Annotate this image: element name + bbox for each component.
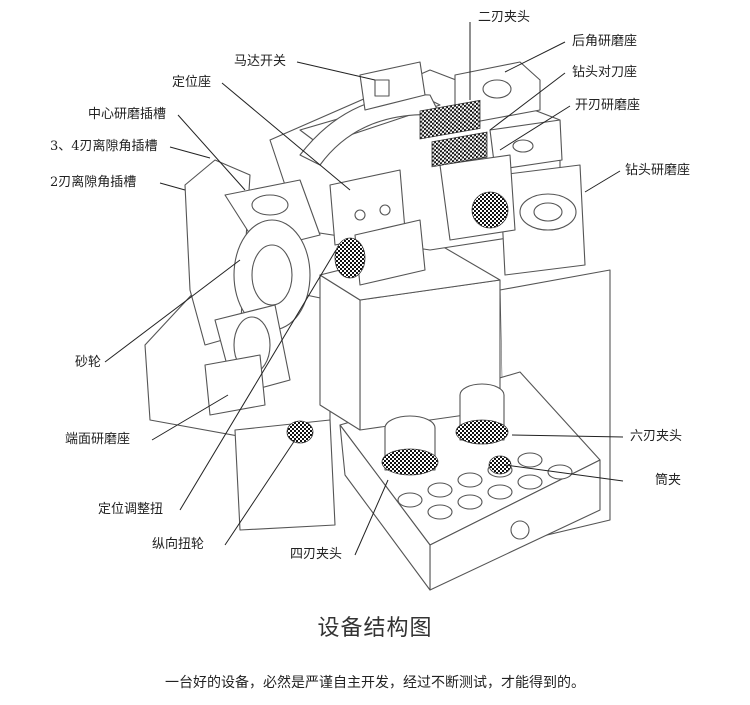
label-drill-grind-seat: 钻头研磨座 <box>625 163 691 178</box>
label-slot-34: 3、4刃离隙角插槽 <box>50 139 158 154</box>
label-pos-adjust-knob: 定位调整扭 <box>98 502 164 517</box>
diagram-caption: 设备结构图 <box>317 616 433 641</box>
label-drill-align-seat: 钻头对刀座 <box>572 65 638 80</box>
slogan-text: 一台好的设备，必然是严谨自主开发，经过不断测试，才能得到的。 <box>165 675 585 691</box>
label-collet: 筒夹 <box>655 473 682 488</box>
label-slot-2: 2刃离隙角插槽 <box>50 175 137 190</box>
label-wheel: 砂轮 <box>75 355 102 370</box>
label-locator-seat: 定位座 <box>172 75 212 90</box>
label-split-grind-seat: 开刃研磨座 <box>575 98 641 113</box>
label-six-flute-chuck: 六刃夹头 <box>630 429 683 444</box>
label-end-grind-seat: 端面研磨座 <box>65 432 131 447</box>
machine-illustration <box>104 22 624 591</box>
label-feed-knob: 纵向扭轮 <box>152 537 205 552</box>
label-two-flute-chuck: 二刃夹头 <box>478 10 531 25</box>
label-four-flute-chuck: 四刃夹头 <box>290 547 343 562</box>
label-motor-switch: 马达开关 <box>234 54 287 69</box>
label-clearance-seat: 后角研磨座 <box>572 34 638 49</box>
label-center-grind-slot: 中心研磨插槽 <box>88 107 167 122</box>
